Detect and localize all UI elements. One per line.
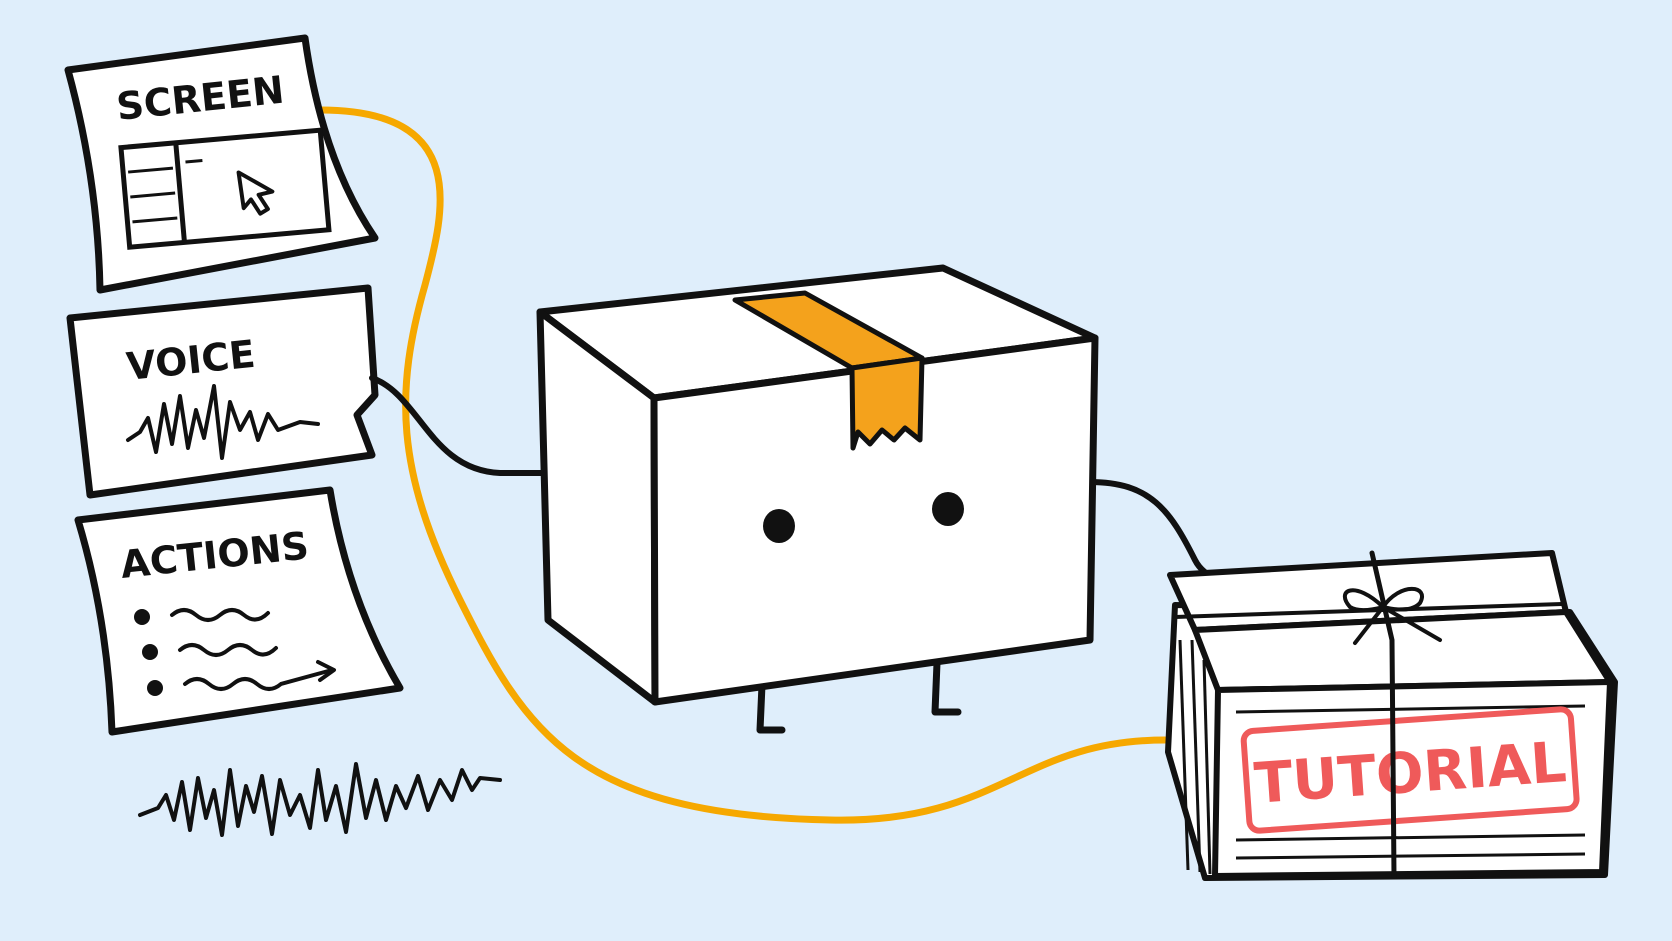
tape-flap bbox=[849, 355, 925, 451]
action-list bbox=[134, 608, 336, 696]
bow-icon bbox=[1342, 587, 1442, 645]
left-eye bbox=[763, 509, 795, 543]
waveform-icon bbox=[126, 384, 320, 460]
arrow-icon bbox=[316, 660, 336, 682]
screen-window bbox=[118, 127, 332, 250]
cursor-icon bbox=[236, 170, 275, 216]
string bbox=[1369, 550, 1397, 879]
box-character bbox=[536, 264, 1099, 734]
screen-card: SCREEN bbox=[64, 34, 379, 294]
right-eye bbox=[932, 492, 964, 526]
orange-wire bbox=[316, 106, 1169, 824]
waveform-icon bbox=[138, 762, 502, 837]
paper-edges bbox=[1178, 639, 1586, 875]
left-leg bbox=[756, 681, 786, 734]
right-leg bbox=[931, 659, 962, 716]
tutorial-stack: TUTORIAL bbox=[1165, 550, 1618, 881]
voice-wire bbox=[369, 375, 578, 476]
actions-card: ACTIONS bbox=[74, 486, 404, 736]
voice-card: VOICE bbox=[66, 284, 379, 499]
